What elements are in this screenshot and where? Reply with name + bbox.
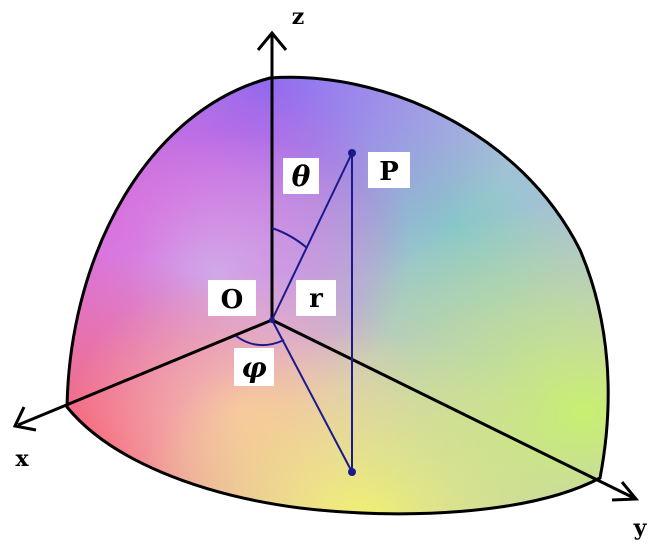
vector-construction — [235, 152, 353, 473]
point-p-label: P — [379, 157, 399, 187]
sphere-octant-outline — [65, 75, 610, 516]
z-axis-label: z — [292, 4, 305, 30]
radius-label: r — [309, 284, 323, 314]
point-projection-marker — [348, 468, 356, 476]
z-axis-arrowhead — [256, 30, 288, 51]
theta-label: θ — [292, 160, 311, 193]
y-axis-arrowhead — [611, 481, 640, 502]
origin-marker — [269, 317, 275, 323]
origin-label: O — [221, 285, 244, 315]
theta-arc — [271, 227, 308, 249]
phi-label: φ — [241, 351, 267, 384]
y-axis-label: y — [633, 515, 648, 541]
axes — [12, 30, 640, 502]
x-axis-arrowhead — [12, 406, 37, 432]
phi-arc — [235, 335, 285, 347]
y-axis — [271, 318, 635, 500]
x-axis — [17, 318, 273, 427]
radius-vector-r — [271, 152, 353, 321]
projection-horizontal — [271, 319, 353, 473]
x-axis-label: x — [15, 446, 29, 472]
point-p-marker — [348, 149, 356, 157]
